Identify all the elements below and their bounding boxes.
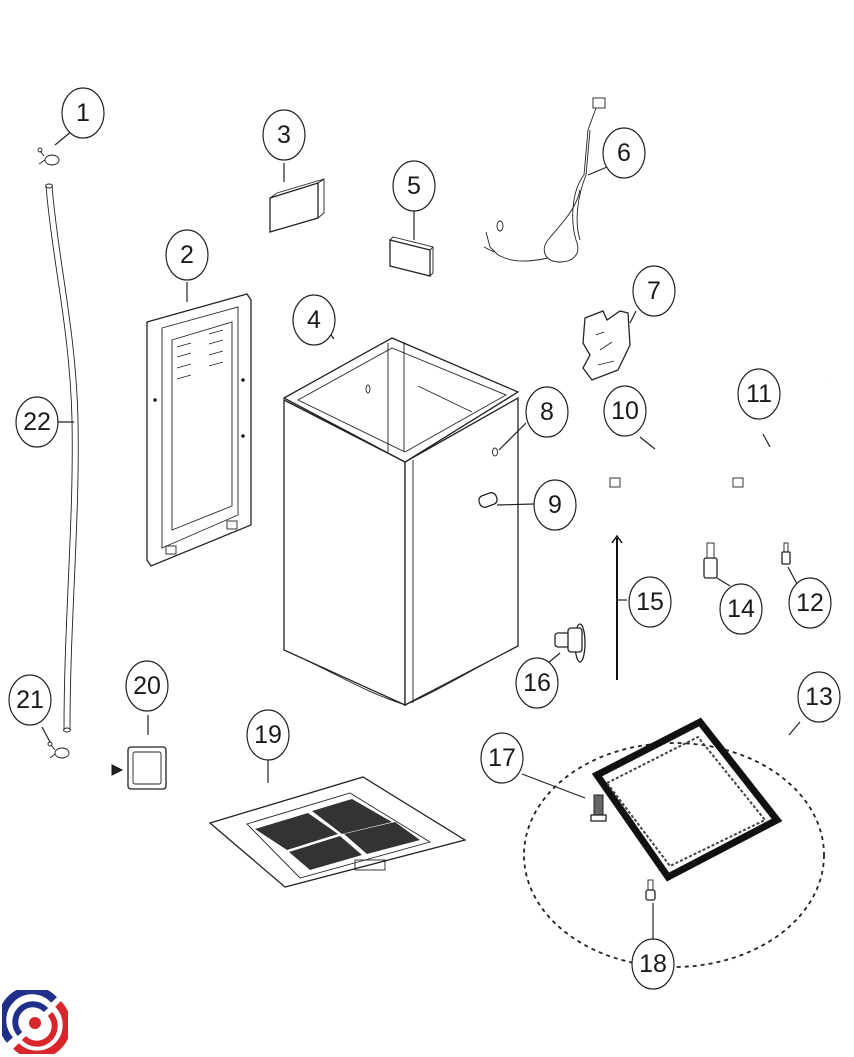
callout-3: 3 [262,109,306,161]
callout-22: 22 [15,396,59,448]
part-18-pin [645,879,656,901]
callout-13: 13 [797,671,841,723]
callout-4: 4 [292,294,336,346]
callout-9: 9 [533,479,577,531]
callout-6: 6 [602,127,646,179]
callout-14: 14 [719,583,763,635]
callout-21: 21 [8,674,52,726]
callout-7: 7 [632,265,676,317]
part-14-foot [703,542,718,579]
callout-label: 6 [617,139,631,167]
callout-17: 17 [480,732,524,784]
part-7-bag [582,310,631,381]
callout-5: 5 [392,160,436,212]
part-22-tube [45,183,79,733]
part-4-cabinet [282,337,520,707]
callout-label: 10 [611,397,639,425]
part-16-valve [554,623,586,663]
callout-11: 11 [737,368,781,420]
part-12-pin [781,542,791,565]
callout-label: 8 [540,398,554,426]
part-15-rod [611,534,623,680]
callout-label: 22 [23,408,51,436]
callout-label: 4 [307,306,321,334]
part-10-hose [609,380,718,488]
callout-label: 20 [133,672,161,700]
callout-label: 17 [488,744,516,772]
callout-label: 1 [76,99,90,127]
callout-label: 5 [407,172,421,200]
callout-label: 11 [746,380,772,408]
callout-19: 19 [246,709,290,761]
part-5-plate [389,236,434,277]
callout-2: 2 [165,229,209,281]
callout-label: 7 [647,277,661,305]
callout-label: 18 [639,950,667,978]
callout-label: 13 [805,683,833,711]
callout-10: 10 [603,385,647,437]
callout-16: 16 [515,657,559,709]
part-13-base-frame-group [523,717,825,968]
callout-label: 3 [277,121,291,149]
callout-label: 14 [727,595,755,623]
part-6-power-cord [483,97,606,263]
callout-12: 12 [788,577,832,629]
callout-label: 16 [523,669,551,697]
part-3-foam-pad [269,178,325,233]
callout-label: 15 [636,588,664,616]
part-19-base-tray [208,776,467,888]
brand-swirl-logo-icon [2,990,68,1054]
callout-18: 18 [631,938,675,990]
callout-15: 15 [628,576,672,628]
callout-label: 2 [180,241,194,269]
callout-label: 21 [16,686,44,714]
callout-label: 12 [796,589,824,617]
callout-label: 9 [548,491,562,519]
callout-label: 19 [254,721,282,749]
part-20-filter-frame [111,746,167,790]
part-17-screw [590,794,607,822]
callout-20: 20 [125,660,169,712]
part-11-hose [732,380,835,488]
callout-8: 8 [525,386,569,438]
part-1-clamp [37,147,60,166]
part-21-clamp [47,741,70,759]
part-2-back-panel [146,293,252,567]
callout-1: 1 [61,87,105,139]
